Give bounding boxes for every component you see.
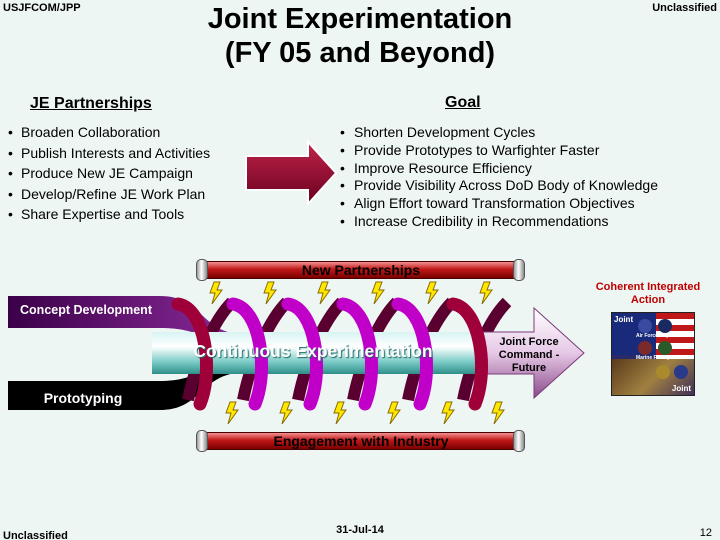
service-cell <box>658 341 672 355</box>
collage-cell-text: Army Forces <box>657 355 688 361</box>
pipe-cap-right <box>513 430 525 452</box>
list-item: Broaden Collaboration <box>8 122 210 143</box>
list-item: Provide Prototypes to Warfighter Faster <box>340 142 658 160</box>
list-item: Provide Visibility Across DoD Body of Kn… <box>340 177 658 195</box>
page-subtitle: (FY 05 and Beyond) <box>224 37 496 69</box>
goal-heading: Goal <box>445 94 481 111</box>
org-label: USJFCOM/JPP <box>3 2 81 14</box>
pipe-cap-left <box>196 259 208 281</box>
page-title: Joint Experimentation <box>207 3 513 35</box>
je-partnerships-heading: JE Partnerships <box>30 95 152 112</box>
service-cell <box>674 365 688 379</box>
lightning-icon <box>333 401 347 425</box>
experimentation-diagram <box>8 296 585 411</box>
lightning-icon <box>371 281 385 305</box>
prototyping-label: Prototyping <box>43 390 123 406</box>
page-number: 12 <box>699 527 712 539</box>
list-item: Develop/Refine JE Work Plan <box>8 184 210 205</box>
lightning-icon <box>209 281 223 305</box>
list-item: Publish Interests and Activities <box>8 143 210 164</box>
service-cell <box>638 341 652 355</box>
joint-forces-collage: Air Force Navy Forces Marine Forces Army… <box>611 312 695 396</box>
collage-cell-text: Marine Forces <box>636 355 670 361</box>
lightning-bolts <box>209 281 505 425</box>
collage-joint-bottom: Joint <box>671 384 691 393</box>
concept-development-label: Concept Development <box>20 303 152 317</box>
footer-date: 31-Jul-14 <box>336 524 384 536</box>
lightning-icon <box>491 401 505 425</box>
list-item: Align Effort toward Transformation Objec… <box>340 195 658 213</box>
collage-joint-top: Joint <box>614 315 634 324</box>
jfcom-future-label: Joint Force Command - Future <box>498 336 560 374</box>
collage-cell-text: Air Force <box>636 333 658 339</box>
list-item: Share Expertise and Tools <box>8 204 210 225</box>
lightning-icon <box>225 401 239 425</box>
new-partnerships-label: New Partnerships <box>301 262 421 278</box>
lightning-icon <box>317 281 331 305</box>
lightning-icon <box>387 401 401 425</box>
right-arrow-icon <box>245 140 338 206</box>
continuous-experimentation-label: Continuous Experimentation <box>193 341 433 361</box>
lightning-icon <box>425 281 439 305</box>
service-cell <box>658 319 672 333</box>
coherent-integrated-action-label: Coherent Integrated Action <box>595 281 701 306</box>
engagement-industry-label: Engagement with Industry <box>273 433 449 449</box>
lightning-icon <box>479 281 493 305</box>
list-item: Improve Resource Efficiency <box>340 160 658 178</box>
lightning-icon <box>441 401 455 425</box>
classification-bottom: Unclassified <box>3 530 68 540</box>
pipe-cap-left <box>196 430 208 452</box>
collage-cell-text: Navy Forces <box>657 333 687 339</box>
service-cell <box>638 319 652 333</box>
classification-top: Unclassified <box>652 2 717 14</box>
lightning-icon <box>263 281 277 305</box>
list-item: Increase Credibility in Recommendations <box>340 213 658 231</box>
pipe-cap-right <box>513 259 525 281</box>
goal-list: Shorten Development Cycles Provide Proto… <box>340 124 658 231</box>
list-item: Produce New JE Campaign <box>8 163 210 184</box>
lightning-icon <box>279 401 293 425</box>
list-item: Shorten Development Cycles <box>340 124 658 142</box>
service-cell <box>656 365 670 379</box>
je-partnerships-list: Broaden Collaboration Publish Interests … <box>8 122 210 225</box>
